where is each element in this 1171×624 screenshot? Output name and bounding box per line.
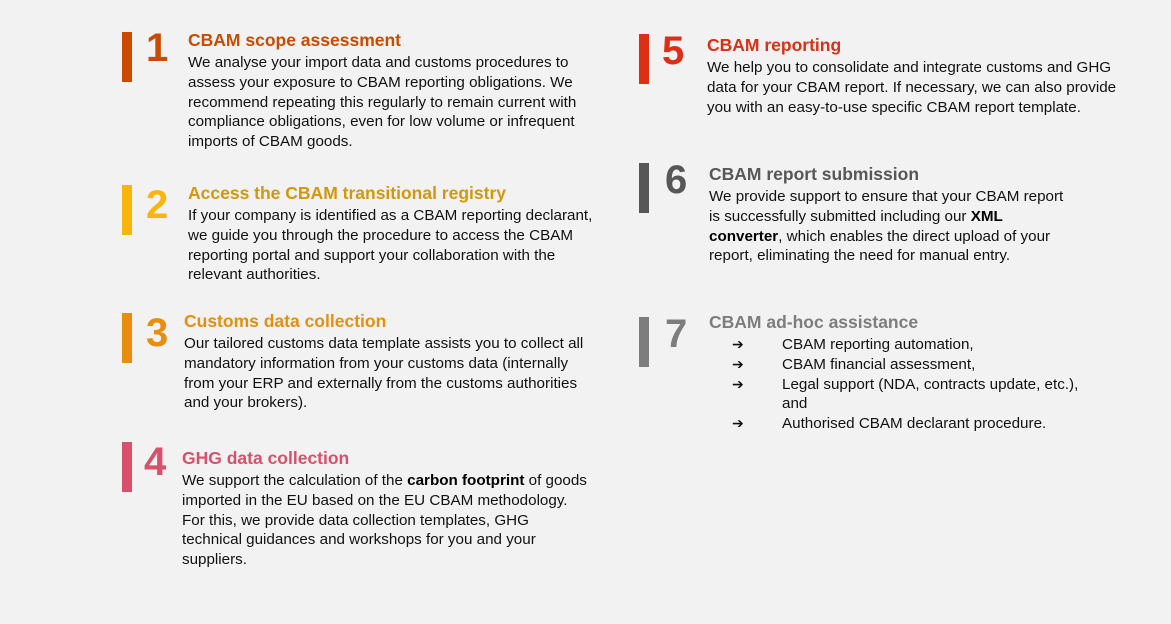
step-4-number: 4 xyxy=(144,440,167,484)
step-5-cbam-reporting: 5 CBAM reporting We help you to consolid… xyxy=(639,31,1119,145)
step-1-number: 1 xyxy=(146,26,169,70)
list-item: ➔Legal support (NDA, contracts update, e… xyxy=(732,375,1079,413)
step-5-number: 5 xyxy=(662,29,685,73)
step-2-title: Access the CBAM transitional registry xyxy=(188,183,507,203)
step-2-accent-bar xyxy=(122,185,132,235)
step-4-accent-bar xyxy=(122,442,132,492)
step-4-title: GHG data collection xyxy=(182,448,350,468)
step-1-title: CBAM scope assessment xyxy=(188,30,401,50)
arrow-right-icon: ➔ xyxy=(732,336,744,352)
step-6-body: We provide support to ensure that your C… xyxy=(709,188,1064,265)
step-1-accent-bar xyxy=(122,32,132,82)
step-4-body: We support the calculation of the carbon… xyxy=(182,472,587,569)
step-3-title: Customs data collection xyxy=(184,311,387,331)
step-2-transitional-registry: 2 Access the CBAM transitional registry … xyxy=(122,183,602,293)
step-7-number: 7 xyxy=(665,312,688,356)
list-item: ➔CBAM financial assessment, xyxy=(732,355,976,373)
step-7-adhoc-assistance: 7 CBAM ad-hoc assistance ➔CBAM reporting… xyxy=(639,312,1119,442)
carbon-footprint-highlight: carbon footprint xyxy=(407,472,525,489)
arrow-right-icon: ➔ xyxy=(732,375,744,392)
step-6-accent-bar xyxy=(639,163,649,213)
step-4-ghg-data: 4 GHG data collection We support the cal… xyxy=(122,442,602,578)
step-6-title: CBAM report submission xyxy=(709,164,920,184)
list-item: ➔Authorised CBAM declarant procedure. xyxy=(732,415,1047,433)
step-3-number: 3 xyxy=(146,311,169,355)
step-6-number: 6 xyxy=(665,158,688,202)
arrow-right-icon: ➔ xyxy=(732,415,744,432)
step-5-title: CBAM reporting xyxy=(707,35,842,55)
step-2-number: 2 xyxy=(146,183,169,227)
step-7-title: CBAM ad-hoc assistance xyxy=(709,312,919,332)
step-1-body: We analyse your import data and customs … xyxy=(188,54,577,151)
step-6-report-submission: 6 CBAM report submission We provide supp… xyxy=(639,160,1119,294)
arrow-right-icon: ➔ xyxy=(732,355,744,372)
step-1-scope-assessment: 1 CBAM scope assessment We analyse your … xyxy=(122,26,602,160)
assistance-list: ➔CBAM reporting automation, ➔CBAM financ… xyxy=(709,335,1089,434)
step-2-body: If your company is identified as a CBAM … xyxy=(188,207,593,284)
step-3-customs-data: 3 Customs data collection Our tailored c… xyxy=(122,311,602,421)
step-5-body: We help you to consolidate and integrate… xyxy=(707,59,1117,116)
step-5-accent-bar xyxy=(639,34,649,84)
step-7-accent-bar xyxy=(639,317,649,367)
step-3-accent-bar xyxy=(122,313,132,363)
xml-converter-highlight: XML converter xyxy=(709,207,1003,245)
step-3-body: Our tailored customs data template assis… xyxy=(184,335,584,412)
list-item: ➔CBAM reporting automation, xyxy=(732,336,974,353)
